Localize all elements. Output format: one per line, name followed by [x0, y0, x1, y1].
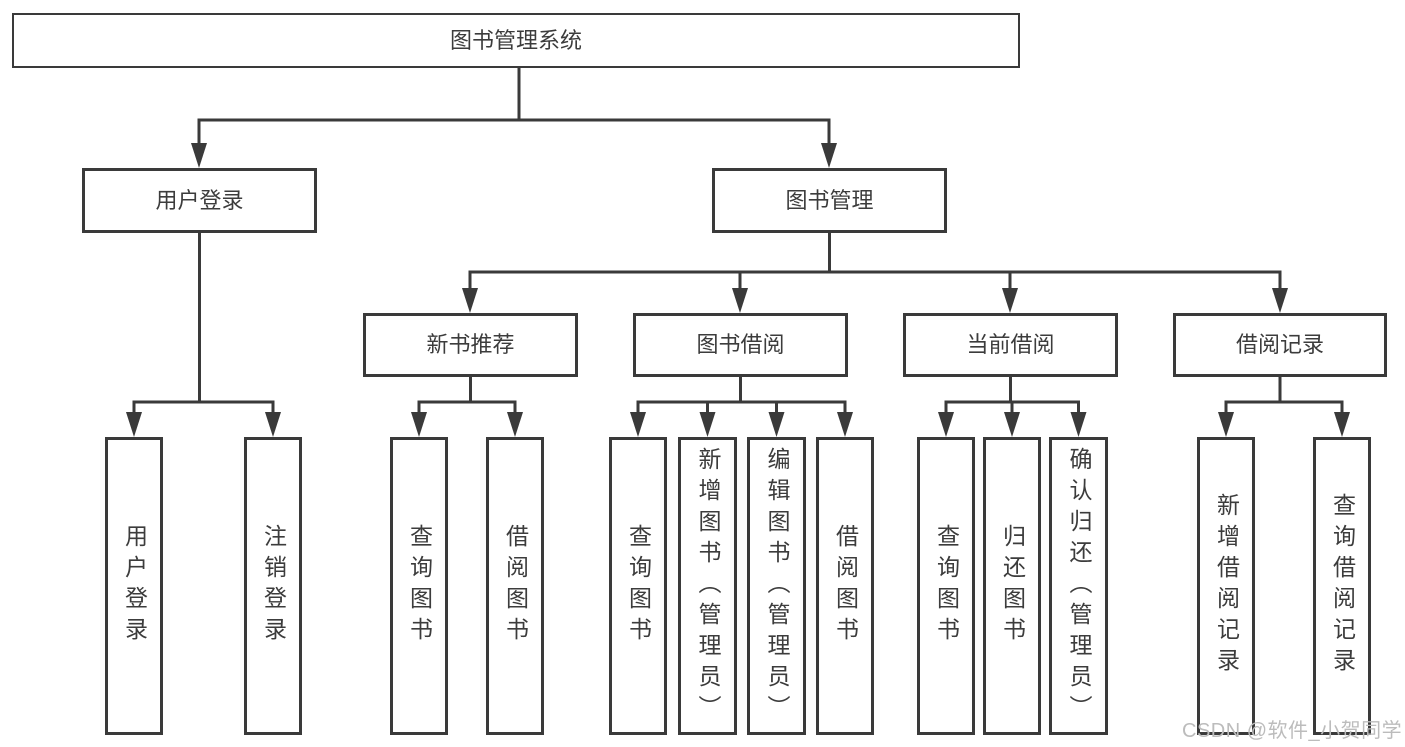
node-book-management: 图书管理 — [712, 168, 947, 233]
node-label: 图书管理 — [785, 187, 874, 213]
node-label: 确认归还（管理员） — [1066, 446, 1092, 726]
node-label: 借阅图书 — [502, 524, 529, 648]
node-library-system-root: 图书管理系统 — [12, 13, 1020, 68]
leaf-query-borrow-record: 查询借阅记录 — [1313, 437, 1371, 735]
node-label: 归还图书 — [999, 524, 1026, 648]
leaf-query-books-current: 查询图书 — [917, 437, 975, 735]
node-label: 新增借阅记录 — [1213, 493, 1240, 679]
connector-borrow-records-to-leaves — [1218, 377, 1350, 437]
node-label: 用户登录 — [155, 187, 244, 213]
leaf-return-books: 归还图书 — [983, 437, 1041, 735]
node-label: 当前借阅 — [966, 332, 1055, 357]
csdn-watermark: CSDN @软件_小贺同学 — [1182, 720, 1403, 742]
leaf-edit-books-admin: 编辑图书（管理员） — [747, 437, 806, 735]
node-label: 新书推荐 — [426, 332, 515, 357]
leaf-confirm-return-admin: 确认归还（管理员） — [1049, 437, 1108, 735]
leaf-add-books-admin: 新增图书（管理员） — [678, 437, 737, 735]
leaf-add-borrow-record: 新增借阅记录 — [1197, 437, 1255, 735]
node-borrow-records: 借阅记录 — [1173, 313, 1387, 377]
leaf-query-books-borrow: 查询图书 — [609, 437, 667, 735]
node-label: 编辑图书（管理员） — [764, 446, 790, 726]
node-label: 新增图书（管理员） — [695, 446, 721, 726]
connector-new-book-to-leaves — [411, 377, 523, 437]
connector-book-borrow-to-leaves — [630, 377, 853, 437]
node-current-borrow: 当前借阅 — [903, 313, 1118, 377]
leaf-user-login: 用户登录 — [105, 437, 163, 735]
connector-root-to-level2 — [191, 67, 837, 168]
node-label: 图书借阅 — [696, 332, 785, 357]
connector-user-login-to-leaves — [126, 233, 281, 437]
node-new-book-recommend: 新书推荐 — [363, 313, 578, 377]
node-label: 查询借阅记录 — [1329, 493, 1356, 679]
node-book-borrow: 图书借阅 — [633, 313, 848, 377]
leaf-logout: 注销登录 — [244, 437, 302, 735]
connector-book-mgmt-to-level3 — [462, 233, 1288, 313]
leaf-borrow-books-recommend: 借阅图书 — [486, 437, 544, 735]
connector-current-borrow-to-leaves — [938, 377, 1087, 437]
node-label: 用户登录 — [121, 524, 148, 648]
leaf-borrow-books: 借阅图书 — [816, 437, 874, 735]
node-label: 查询图书 — [625, 524, 652, 648]
leaf-query-books-recommend: 查询图书 — [390, 437, 448, 735]
node-label: 查询图书 — [933, 524, 960, 648]
node-user-login: 用户登录 — [82, 168, 317, 233]
node-label: 查询图书 — [406, 524, 433, 648]
node-label: 借阅记录 — [1235, 332, 1324, 357]
node-label: 注销登录 — [260, 524, 287, 648]
node-label: 借阅图书 — [832, 524, 859, 648]
node-label: 图书管理系统 — [449, 27, 582, 53]
